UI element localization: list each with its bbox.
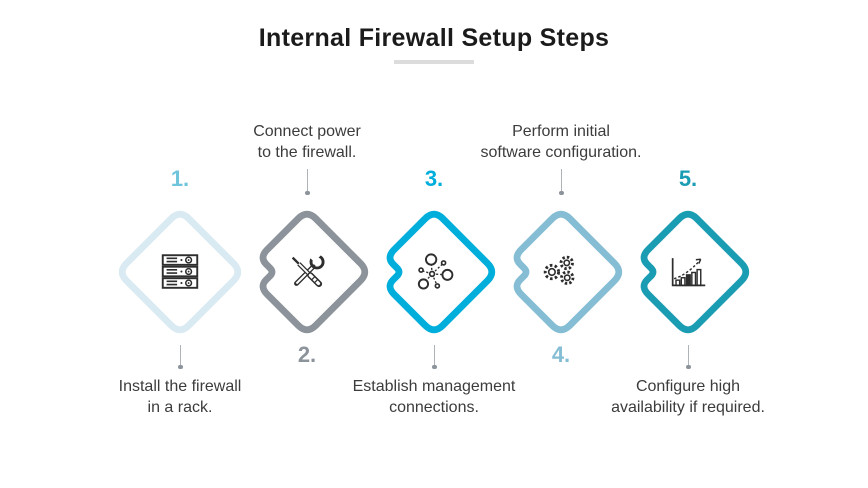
step-3-label: Establish management connections. bbox=[352, 378, 516, 416]
step-5-label: Configure high availability if required. bbox=[611, 378, 765, 416]
diamond-shape-3 bbox=[386, 210, 496, 334]
step-2-label: Connect power to the firewall. bbox=[253, 123, 361, 161]
step-5: 5. Configure high availability bbox=[611, 0, 765, 488]
step-5-number: 5. bbox=[678, 166, 698, 191]
step-4: Perform initial software configuration. … bbox=[481, 0, 642, 488]
title-underline bbox=[394, 60, 474, 64]
connector-line-3 bbox=[432, 345, 437, 369]
connector-dot bbox=[432, 364, 437, 369]
server-rack-icon bbox=[157, 249, 203, 295]
step-3-number: 3. bbox=[424, 166, 444, 191]
step-2-number: 2. bbox=[297, 342, 317, 367]
page-title: Internal Firewall Setup Steps bbox=[258, 24, 610, 52]
diamond-shape-4 bbox=[513, 210, 623, 334]
connector-dot bbox=[559, 190, 564, 195]
connector-line-1 bbox=[178, 345, 183, 369]
step-1: 1. bbox=[115, 0, 245, 488]
step-1-label: Install the firewall in a rack. bbox=[118, 378, 242, 416]
diamond-shape-1 bbox=[118, 210, 242, 334]
tools-icon bbox=[284, 249, 330, 295]
connector-dot bbox=[178, 364, 183, 369]
connector-line-5 bbox=[686, 345, 691, 369]
connector-dot bbox=[686, 364, 691, 369]
step-2: Connect power to the firewall. bbox=[242, 0, 372, 488]
step-4-label: Perform initial software configuration. bbox=[480, 123, 642, 161]
growth-chart-icon bbox=[665, 249, 711, 295]
connector-dot bbox=[305, 190, 310, 195]
step-1-number: 1. bbox=[170, 166, 190, 191]
gears-icon bbox=[538, 249, 584, 295]
connector-line-4 bbox=[559, 169, 564, 195]
connector-line-2 bbox=[305, 169, 310, 195]
step-3: 3. Establish management connect bbox=[353, 0, 516, 488]
diamond-shape-2 bbox=[259, 210, 369, 334]
diamond-shape-5 bbox=[640, 210, 750, 334]
network-icon bbox=[411, 249, 457, 295]
step-4-number: 4. bbox=[551, 342, 571, 367]
